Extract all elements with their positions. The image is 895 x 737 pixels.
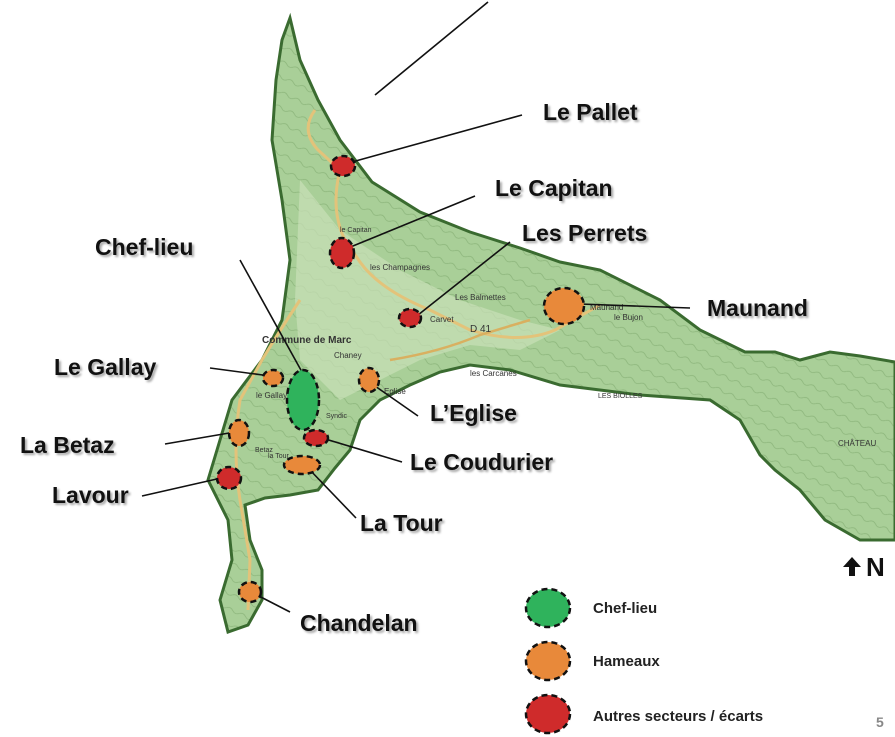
legend-label-chef-lieu: Chef-lieu xyxy=(593,600,658,617)
map-text-les-biolles: LES BIOLLES xyxy=(598,393,643,400)
marker-chandelan[interactable] xyxy=(237,580,263,604)
label-maunand: Maunand xyxy=(707,295,808,321)
marker-l-eglise[interactable] xyxy=(357,366,381,394)
legend-swatch-autres xyxy=(524,693,572,735)
map-text-les-balmettes: Les Balmettes xyxy=(455,293,506,302)
commune-territory xyxy=(206,12,895,634)
legend-swatch-hameaux xyxy=(524,640,572,682)
map-text-commune: Commune de Marc xyxy=(262,335,352,346)
page-number: 5 xyxy=(876,714,884,730)
leader-lines xyxy=(141,1,691,613)
map-text-la-tour: la Tour xyxy=(268,453,290,460)
label-les-perrets: Les Perrets xyxy=(522,220,648,246)
road-south xyxy=(234,299,302,611)
marker-maunand[interactable] xyxy=(542,286,586,326)
label-lavour: Lavour xyxy=(52,482,129,508)
map-text-betaz: Betaz xyxy=(255,447,273,454)
map-text-le-capitan: le Capitan xyxy=(340,227,372,234)
marker-le-capitan[interactable] xyxy=(328,236,356,270)
north-arrow-icon xyxy=(843,557,861,576)
map-text-eglise: Eglise xyxy=(384,387,406,396)
label-le-coudurier: Le Coudurier xyxy=(410,449,554,475)
legend-label-hameaux: Hameaux xyxy=(593,653,660,670)
legend-label-autres: Autres secteurs / écarts xyxy=(593,708,764,725)
north-label: N xyxy=(866,552,885,582)
label-chef-lieu: Chef-lieu xyxy=(95,234,194,260)
map-text-syndic: Syndic xyxy=(326,413,348,420)
label-la-betaz: La Betaz xyxy=(20,432,115,458)
marker-le-coudurier[interactable] xyxy=(302,428,330,448)
map-text-le-bujon: le Bujon xyxy=(614,313,643,322)
map-text-maunand: Maunand xyxy=(590,303,623,312)
map-text-carvet: Carvet xyxy=(430,315,454,324)
marker-la-tour[interactable] xyxy=(282,454,322,476)
label-la-tour: La Tour xyxy=(360,510,443,536)
road-d41 xyxy=(389,318,531,362)
label-l-eglise: L’Eglise xyxy=(430,400,517,426)
marker-lavour[interactable] xyxy=(215,465,243,491)
map-text-les-champagnes: les Champagnes xyxy=(370,263,430,272)
label-le-pallet: Le Pallet xyxy=(543,99,638,125)
map-text-les-carcanes: les Carcanes xyxy=(470,369,517,378)
label-le-capitan: Le Capitan xyxy=(495,175,613,201)
valley-area xyxy=(295,180,560,400)
map-text-d41: D 41 xyxy=(470,324,492,335)
label-chandelan: Chandelan xyxy=(300,610,418,636)
label-le-gallay: Le Gallay xyxy=(54,354,157,380)
map-text-le-gallay: le Gallay xyxy=(256,391,287,400)
marker-le-gallay[interactable] xyxy=(261,368,285,388)
marker-chef-lieu[interactable] xyxy=(285,368,321,432)
marker-la-betaz[interactable] xyxy=(227,418,251,448)
marker-le-pallet[interactable] xyxy=(329,154,357,178)
map-text-chateau: CHÂTEAU xyxy=(838,439,876,448)
legend-swatch-chef-lieu xyxy=(524,587,572,629)
marker-les-perrets[interactable] xyxy=(397,307,423,329)
map-text-chaney: Chaney xyxy=(334,351,362,360)
road-main xyxy=(306,109,601,339)
